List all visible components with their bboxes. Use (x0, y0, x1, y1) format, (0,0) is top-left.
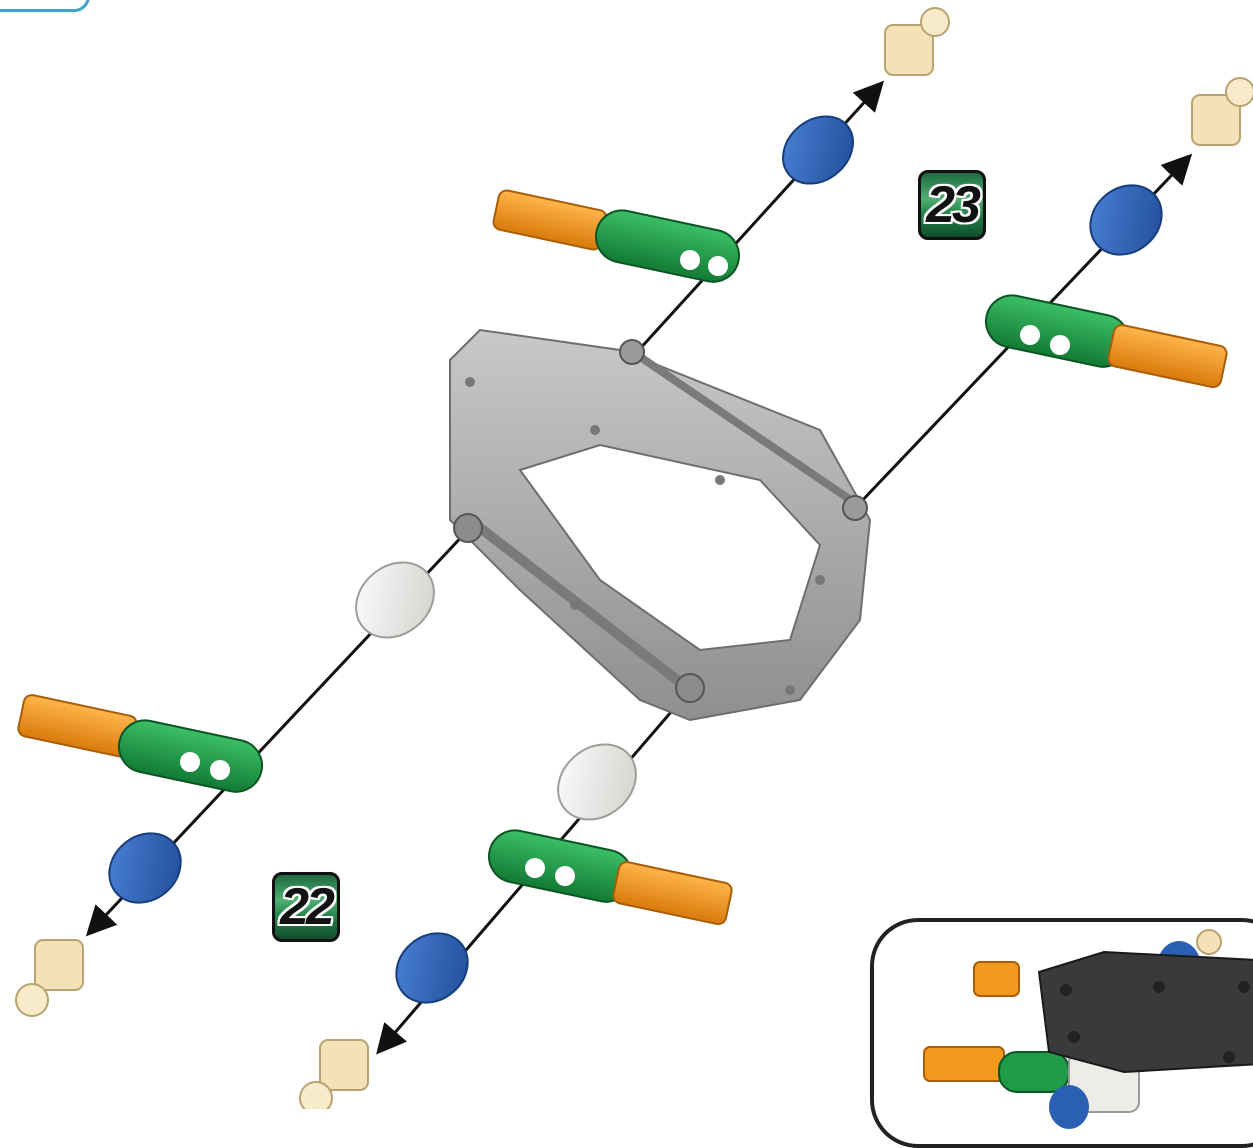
pin-connector-lower-left (17, 694, 263, 793)
blue-bush-lower-left (108, 832, 182, 904)
pin-connector-lower-middle (488, 829, 733, 926)
blue-bush-upper-right (1089, 184, 1163, 256)
gray-link-frame (449, 328, 872, 722)
tan-clip-upper-right (1191, 77, 1253, 146)
callout-illustration (923, 929, 1253, 1129)
pin-connector-upper-left (492, 189, 740, 283)
assembly-illustration (15, 7, 1253, 1109)
white-bush-lower-middle (557, 743, 637, 821)
white-bush-lower-left (355, 561, 435, 639)
result-callout (870, 918, 1253, 1148)
tan-clip-lower-left (15, 939, 84, 1017)
blue-bush-lower-middle (395, 932, 469, 1004)
step-number-badge: 22 (272, 872, 340, 942)
step-number: 23 (926, 176, 981, 234)
pin-connector-upper-right (985, 294, 1228, 389)
tan-clip-upper-left (884, 7, 950, 76)
step-number-badge: 23 (918, 170, 986, 240)
tan-clip-lower-middle (299, 1039, 369, 1109)
step-number: 22 (280, 878, 335, 936)
blue-bush-upper-left (782, 115, 854, 185)
